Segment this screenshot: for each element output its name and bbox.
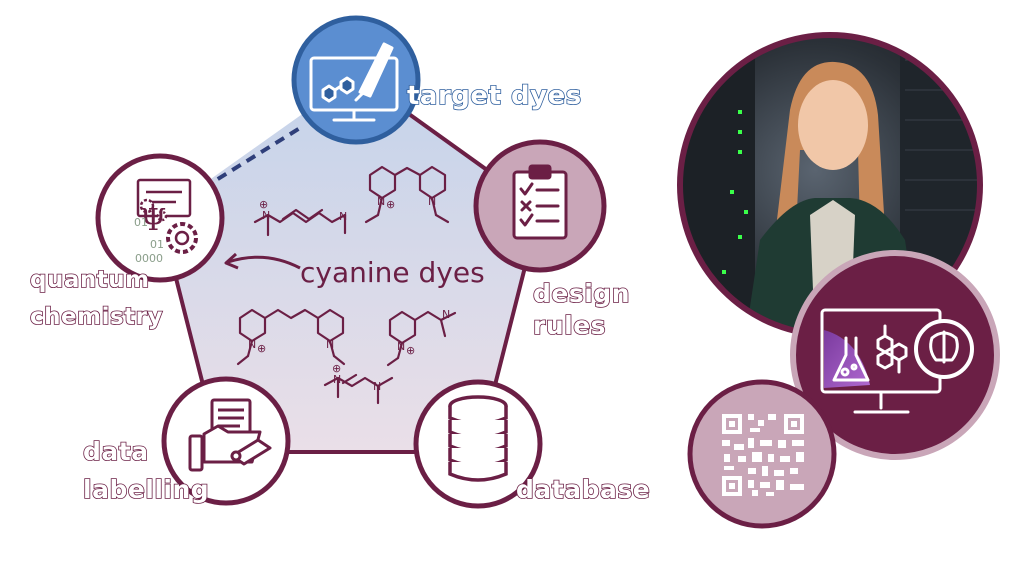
molecule-atom-labels: N ⊕ N N ⊕ N N ⊕ N N ⊕ N N ⊕ N bbox=[248, 195, 450, 393]
monitor-flask-molecule-brain-icon bbox=[820, 308, 974, 414]
molecule-bipiperidine-long bbox=[236, 308, 346, 366]
clipboard-checklist-icon bbox=[512, 164, 568, 240]
qr-code-icon bbox=[722, 414, 804, 496]
svg-text:N: N bbox=[262, 209, 270, 222]
binary-digits-1: 01 bbox=[134, 216, 148, 229]
svg-text:N: N bbox=[339, 210, 347, 223]
label-chemistry: chemistry bbox=[29, 303, 163, 330]
node-target-dyes bbox=[291, 15, 421, 145]
svg-text:N: N bbox=[428, 195, 436, 208]
svg-text:N: N bbox=[442, 308, 450, 321]
svg-text:N: N bbox=[377, 195, 385, 208]
folder-tag-icon bbox=[188, 398, 272, 472]
molecule-linear-1 bbox=[253, 208, 347, 237]
binary-digits-2: 01 bbox=[150, 238, 164, 251]
svg-text:N: N bbox=[397, 340, 405, 353]
label-quantum: quantum bbox=[29, 266, 150, 293]
cyanine-molecules bbox=[236, 165, 457, 405]
node-quantum-chemistry: Ψ 01 01 0000 bbox=[95, 153, 225, 283]
molecule-linear-2 bbox=[323, 373, 394, 405]
molecule-piperidine-amine bbox=[386, 310, 457, 367]
svg-text:N: N bbox=[373, 380, 381, 393]
node-qr-code bbox=[687, 379, 837, 529]
svg-text:⊕: ⊕ bbox=[259, 198, 268, 211]
svg-text:⊕: ⊕ bbox=[257, 342, 266, 355]
svg-text:⊕: ⊕ bbox=[406, 344, 415, 357]
quantum-gears-icon bbox=[136, 178, 198, 254]
label-target-dyes: target dyes bbox=[406, 81, 582, 111]
label-data: data bbox=[82, 437, 149, 466]
svg-text:N: N bbox=[248, 338, 256, 351]
node-database bbox=[413, 379, 543, 509]
svg-text:N: N bbox=[326, 338, 334, 351]
label-rules: rules bbox=[532, 311, 607, 340]
svg-text:⊕: ⊕ bbox=[332, 362, 341, 375]
psi-symbol: Ψ bbox=[140, 203, 166, 238]
label-design: design bbox=[532, 279, 630, 308]
svg-text:N: N bbox=[333, 373, 341, 386]
arrow-head-icon bbox=[224, 252, 239, 270]
molecule-bipiperidine bbox=[364, 165, 450, 224]
label-labelling: labelling bbox=[82, 475, 210, 504]
label-database: database bbox=[515, 475, 651, 504]
label-cyanine-dyes: cyanine dyes bbox=[300, 256, 485, 289]
node-data-labelling bbox=[161, 376, 291, 506]
node-ai-chemistry bbox=[790, 250, 1000, 460]
node-design-rules bbox=[473, 139, 607, 273]
binary-digits-3: 0000 bbox=[135, 252, 163, 265]
svg-text:⊕: ⊕ bbox=[386, 198, 395, 211]
monitor-molecule-icon bbox=[309, 42, 399, 122]
database-icon bbox=[448, 395, 508, 482]
